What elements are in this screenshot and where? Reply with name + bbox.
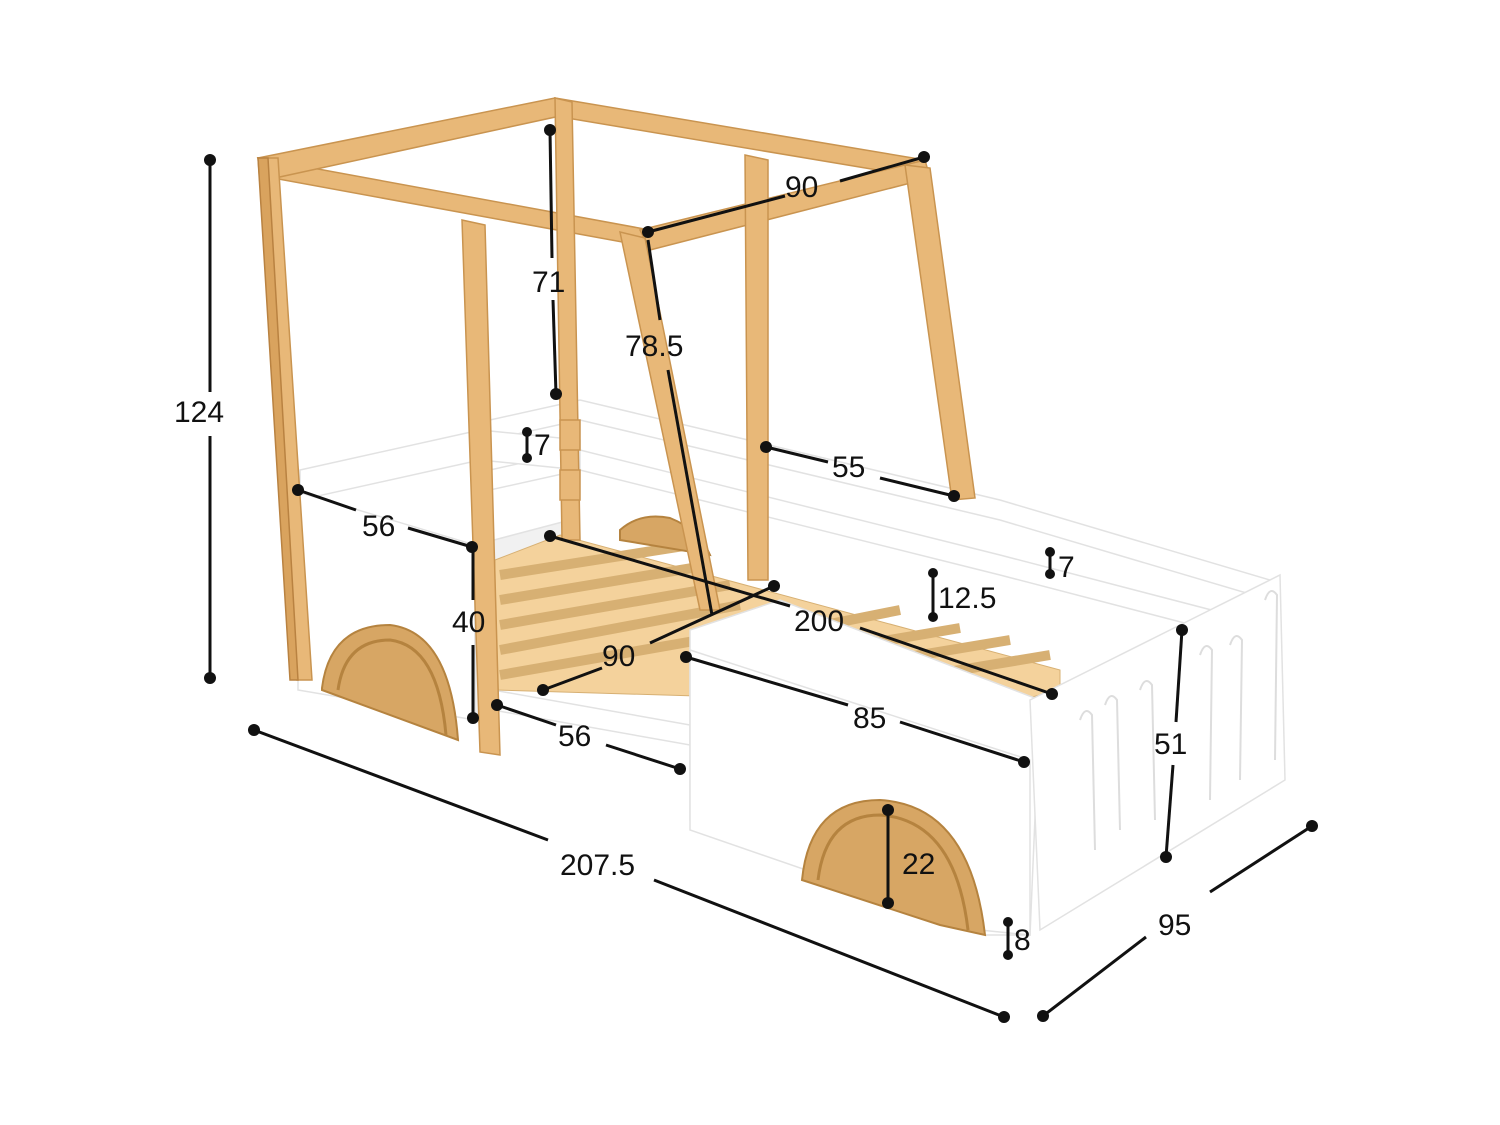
label-head-length: 56 — [362, 510, 395, 543]
dim-head-length: 56 — [292, 484, 478, 553]
dim-right-rail-height: 12.5 — [928, 568, 996, 622]
label-rail-length-right: 55 — [832, 451, 865, 484]
label-side-panel: 85 — [853, 702, 886, 735]
front-step-rail — [492, 689, 691, 746]
slanted-post-back — [904, 164, 976, 501]
dim-front-step: 56 — [491, 699, 686, 775]
dim-mattress-width: 90 — [537, 580, 780, 696]
canopy-top-back-bar — [554, 97, 926, 179]
dim-height-total: 124 — [174, 154, 224, 684]
dim-canopy-width: 90 — [642, 151, 930, 238]
dim-rail-gap-left: 7 — [522, 427, 551, 463]
front-wheel — [800, 798, 987, 937]
dim-total-width: 95 — [1037, 820, 1318, 1022]
label-slanted-post: 78.5 — [625, 330, 683, 363]
label-mattress-length: 200 — [794, 605, 844, 638]
canopy-top-left-bar — [256, 97, 561, 179]
label-right-rail-gap: 7 — [1058, 551, 1075, 584]
rail-block-1 — [559, 419, 581, 451]
dim-post-height: 71 — [532, 124, 565, 400]
label-total-length: 207.5 — [560, 849, 635, 882]
dim-slanted-post: 78.5 — [625, 239, 714, 616]
dim-right-rail-gap: 7 — [1045, 547, 1075, 584]
label-rail-gap-left: 7 — [534, 429, 551, 462]
rail-block-2 — [559, 469, 581, 501]
label-canopy-width: 90 — [785, 171, 818, 204]
label-front-step: 56 — [558, 720, 591, 753]
label-ground-clearance: 8 — [1014, 924, 1031, 957]
label-height-total: 124 — [174, 396, 224, 429]
canopy-top-front-bar — [257, 157, 657, 249]
dim-foot-height: 51 — [1154, 624, 1188, 863]
dim-wheel-height: 22 — [882, 804, 935, 909]
dim-side-panel: 85 — [680, 651, 1030, 768]
label-post-height: 71 — [532, 266, 565, 299]
dim-total-length: 207.5 — [248, 724, 1010, 1023]
label-mattress-width: 90 — [602, 640, 635, 673]
dim-head-height: 40 — [452, 548, 485, 724]
label-foot-height: 51 — [1154, 728, 1187, 761]
dim-rail-length-right: 55 — [760, 441, 960, 502]
rear-wheel — [321, 623, 460, 742]
footboard-grooves — [1079, 590, 1279, 851]
dim-mattress-length: 200 — [544, 530, 1058, 700]
dim-ground-clearance: 8 — [1003, 917, 1031, 960]
label-wheel-height: 22 — [902, 848, 935, 881]
label-head-height: 40 — [452, 606, 485, 639]
label-total-width: 95 — [1158, 909, 1191, 942]
post-rear-left-side — [257, 157, 299, 681]
post-back-right — [744, 154, 769, 581]
footboard-panel — [1029, 573, 1286, 932]
label-right-rail-height: 12.5 — [938, 582, 996, 615]
